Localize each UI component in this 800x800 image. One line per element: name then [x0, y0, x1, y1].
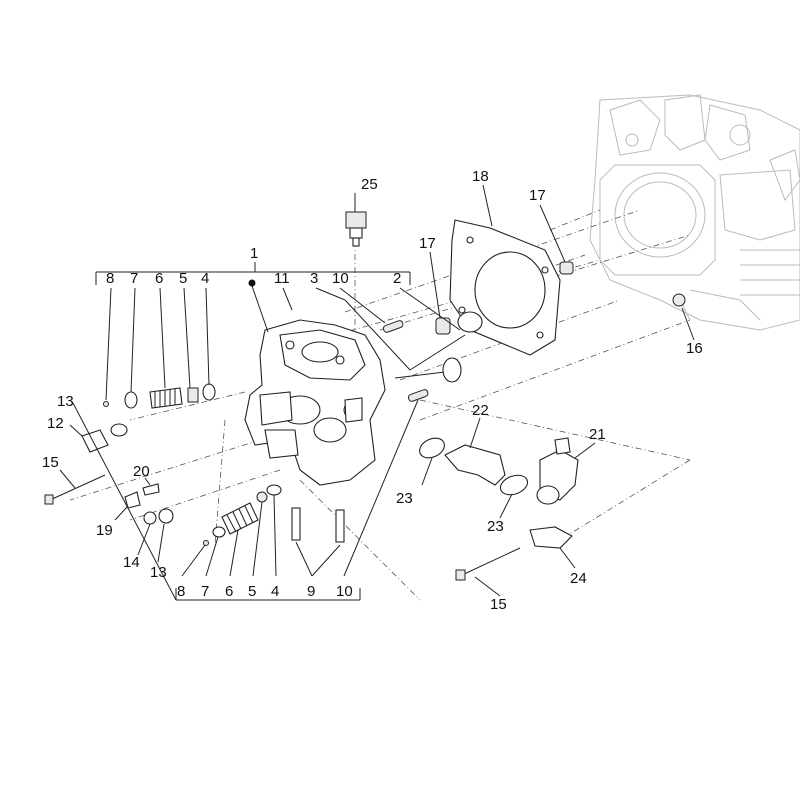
callout-23-left: 23 — [396, 490, 413, 507]
temperature-sensor — [345, 211, 367, 247]
head-gasket — [449, 219, 561, 356]
callout-leader-lines — [59, 184, 695, 601]
callout-4-top: 4 — [201, 270, 209, 287]
callout-4-bottom: 4 — [271, 583, 279, 600]
callout-3: 3 — [310, 270, 318, 287]
callout-5-bottom: 5 — [248, 583, 256, 600]
left-fittings — [44, 423, 174, 525]
guide-pins — [291, 320, 429, 543]
callout-15-left: 15 — [42, 454, 59, 471]
callout-13-left: 13 — [57, 393, 74, 410]
nut — [672, 293, 686, 307]
callout-19: 19 — [96, 522, 113, 539]
callout-20: 20 — [133, 463, 150, 480]
callout-17-left: 17 — [419, 235, 436, 252]
callout-7-bottom: 7 — [201, 583, 209, 600]
thermostat-housing — [455, 437, 579, 581]
valve-spring-set-lower — [203, 484, 282, 546]
callout-18: 18 — [472, 168, 489, 185]
valves — [394, 311, 483, 383]
cylinder-head — [244, 319, 386, 486]
callout-labels: 1 2 3 4 4 5 5 6 6 7 7 8 8 9 10 10 11 12 … — [42, 168, 703, 613]
callout-12: 12 — [47, 415, 64, 432]
callout-8-top: 8 — [106, 270, 114, 287]
callout-10-bottom: 10 — [336, 583, 353, 600]
callout-25: 25 — [361, 176, 378, 193]
callout-23-right: 23 — [487, 518, 504, 535]
callout-2: 2 — [393, 270, 401, 287]
callout-8-bottom: 8 — [177, 583, 185, 600]
callout-6-bottom: 6 — [225, 583, 233, 600]
callout-22: 22 — [472, 402, 489, 419]
callout-17-right: 17 — [529, 187, 546, 204]
callout-7-top: 7 — [130, 270, 138, 287]
callout-16: 16 — [686, 340, 703, 357]
callout-11: 11 — [274, 270, 290, 287]
water-hose-and-clamps — [419, 437, 529, 496]
callout-1: 1 — [250, 245, 258, 262]
dowel-pins — [435, 261, 574, 335]
callout-6-top: 6 — [155, 270, 163, 287]
callout-15-right: 15 — [490, 596, 507, 613]
callout-21: 21 — [589, 426, 606, 443]
callout-10-top: 10 — [332, 270, 349, 287]
valve-spring-set-upper — [103, 383, 216, 409]
callout-13-bottom: 13 — [150, 564, 167, 581]
callout-5-top: 5 — [179, 270, 187, 287]
engine-block-drawing — [589, 94, 800, 331]
callout-24: 24 — [570, 570, 587, 587]
callout-9: 9 — [307, 583, 315, 600]
callout-14: 14 — [123, 554, 140, 571]
